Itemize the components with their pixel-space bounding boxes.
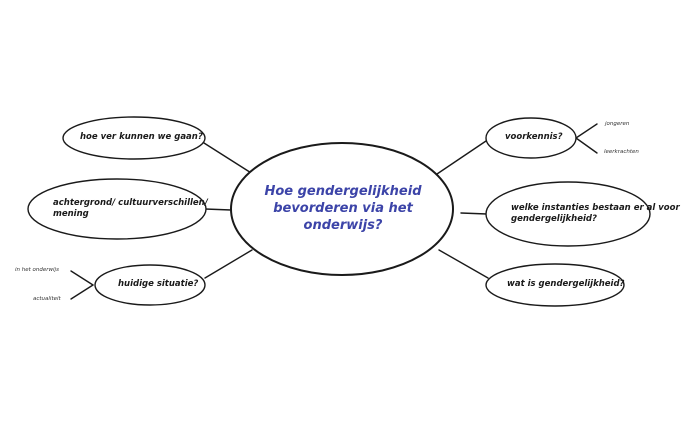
node-huidige-situatie[interactable]: huidige situatie? xyxy=(118,279,199,289)
leaf-in-het-onderwijs[interactable]: in het onderwijs xyxy=(15,267,59,273)
central-topic-line-3: onderwijs? xyxy=(303,218,383,233)
central-topic[interactable]: Hoe gendergelijkheid bevorderen via het … xyxy=(258,183,428,234)
connector-voorkennis xyxy=(436,140,487,175)
node-huidige-situatie-bubble xyxy=(94,264,206,306)
central-topic-line-1: Hoe gendergelijkheid xyxy=(264,184,422,199)
node-voorkennis-bubble xyxy=(485,117,577,159)
connector-voorkennis-leerkrachten xyxy=(575,137,598,154)
connector-huidige-situatie xyxy=(204,249,253,279)
center-bubble xyxy=(230,142,454,276)
connector-huidige-onderwijs xyxy=(70,270,94,286)
connector-instanties xyxy=(460,212,488,215)
connector-achtergrond xyxy=(204,208,232,211)
connector-huidige-actualiteit xyxy=(70,284,94,300)
leaf-leerkrachten[interactable]: leerkrachten xyxy=(604,149,639,155)
node-instanties-bubble xyxy=(485,181,651,247)
node-wat-is[interactable]: wat is gendergelijkheid? xyxy=(507,279,625,289)
node-achtergrond-bubble xyxy=(27,178,207,240)
connector-voorkennis-jongeren xyxy=(575,123,598,139)
node-instanties-line-2[interactable]: gendergelijkheid? xyxy=(511,214,597,224)
node-voorkennis[interactable]: voorkennis? xyxy=(505,132,563,142)
node-hoe-ver[interactable]: hoe ver kunnen we gaan? xyxy=(80,132,203,142)
node-wat-is-bubble xyxy=(485,263,625,307)
leaf-actualiteit[interactable]: actualiteit xyxy=(33,296,61,302)
connector-wat-is xyxy=(438,249,489,279)
node-hoe-ver-bubble xyxy=(62,116,206,160)
connector-hoe-ver xyxy=(203,142,257,177)
node-instanties-line-1[interactable]: welke instanties bestaan er al voor xyxy=(511,203,680,213)
node-achtergrond-line-1[interactable]: achtergrond/ cultuurverschillen/ xyxy=(53,198,208,208)
central-topic-line-2: bevorderen via het xyxy=(273,201,413,216)
node-achtergrond-line-2[interactable]: mening xyxy=(53,209,89,219)
leaf-jongeren[interactable]: jongeren xyxy=(605,121,630,127)
